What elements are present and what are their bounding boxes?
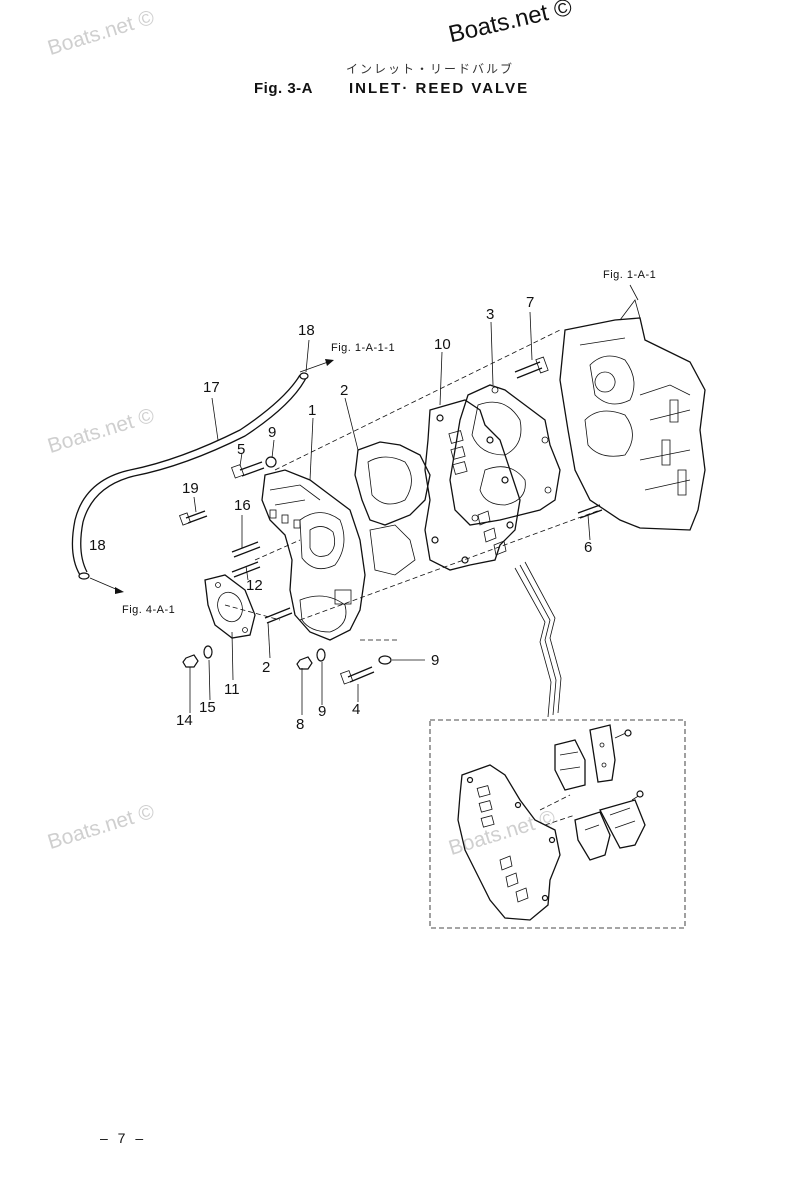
flange-11-drawing [204,574,256,639]
part-label: 18 [298,322,315,339]
part-label: 3 [486,306,495,323]
part-label: 9 [431,652,440,669]
gasket-2-drawing [354,441,431,576]
reference-fig-4a1: Fig. 4-A-1 [122,604,176,616]
reference-fig-1a1: Fig. 1-A-1 [603,269,657,281]
part-label: 9 [268,424,277,441]
part-label: 17 [203,379,220,396]
part-label: 16 [234,497,251,514]
part-label: 6 [584,539,593,556]
reed-plate-10-drawing [424,399,521,571]
part-label: 18 [89,537,106,554]
hose-17-drawing [71,372,309,580]
part-label: 2 [262,659,271,676]
leader-lines [189,311,591,715]
part-label: 7 [526,294,535,311]
part-label: 4 [352,701,361,718]
part-label: 12 [246,577,263,594]
reference-arrows [89,359,334,594]
part-label: 2 [340,382,349,399]
part-label: 8 [296,716,305,733]
figure-number: Fig. 3-A [254,80,313,97]
part-label: 19 [182,480,199,497]
part-label: 1 [308,402,317,419]
detail-callout-line [514,561,562,718]
part-label: 15 [199,699,216,716]
part-label: 11 [224,681,240,698]
reference-fig-1a11: Fig. 1-A-1-1 [331,342,396,354]
crankcase-drawing [559,284,706,531]
inlet-housing-1-drawing [261,469,366,641]
fasteners-drawing [179,356,603,685]
gasket-3-drawing [449,384,561,526]
figure-title: INLET· REED VALVE [349,80,530,97]
alignment-lines [224,329,601,641]
japanese-title: インレット・リードバルブ [346,62,515,76]
part-label: 5 [237,441,246,458]
reed-valve-detail-inset [429,719,686,929]
page-number: – 7 – [100,1130,147,1146]
part-label: 14 [176,712,193,729]
part-label: 10 [434,336,451,353]
part-label: 9 [318,703,327,720]
